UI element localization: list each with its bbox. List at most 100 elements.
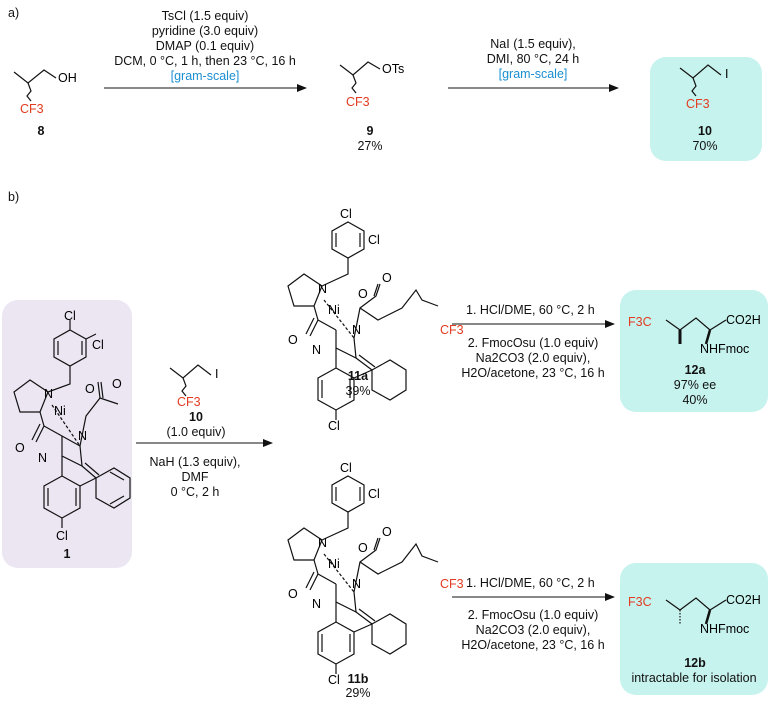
compound-1-cl-mid: Cl [92, 338, 104, 352]
structure-1 [13, 320, 131, 528]
deprotect-b-step2: 2. FmocOsu (1.0 equiv) Na2CO3 (2.0 equiv… [452, 608, 614, 653]
alkylation-line2: DMF [181, 470, 209, 484]
product-12b-highlight [620, 563, 768, 695]
compound-9-id: 9 [366, 124, 374, 138]
step1-conditions: TsCl (1.5 equiv) pyridine (3.0 equiv) DM… [104, 9, 306, 84]
reagent-10-id: 10 [189, 410, 203, 424]
compound-1-o: O [85, 382, 95, 396]
compound-11a-cf3: CF3 [440, 323, 464, 337]
deprotect-a-step2: 2. FmocOsu (1.0 equiv) Na2CO3 (2.0 equiv… [452, 336, 614, 381]
compound-11b-id: 11b [347, 672, 369, 686]
deprotect-b-step1: 1. HCl/DME, 60 °C, 2 h [466, 576, 595, 590]
deprotect-b-line4: H2O/acetone, 23 °C, 16 h [461, 638, 605, 652]
compound-11a-cl-bottom: Cl [328, 419, 340, 433]
compound-12a-nhfmoc: NHFmoc [700, 342, 749, 356]
compound-11b-cl-top: Cl [340, 461, 352, 475]
compound-8-id: 8 [37, 124, 45, 138]
compound-9-ots: OTs [382, 62, 404, 76]
product-10-highlight [650, 57, 762, 161]
compound-11b-cf3: CF3 [440, 577, 464, 591]
step2-scale: [gram-scale] [498, 67, 568, 81]
step1-line3: DMAP (0.1 equiv) [155, 39, 255, 53]
compound-11a-o: O [358, 287, 368, 301]
step1-line2: pyridine (3.0 equiv) [151, 24, 259, 38]
structure-10 [679, 64, 722, 97]
compound-1-n3: N [38, 451, 47, 465]
compound-1-o2: O [15, 441, 25, 455]
compound-11a-o2: O [288, 333, 298, 347]
deprotect-b-line3: Na2CO3 (2.0 equiv), [475, 623, 591, 637]
alkylation-conditions: NaH (1.3 equiv), DMF 0 °C, 2 h [130, 455, 260, 500]
structure-9 [339, 61, 381, 94]
deprotect-a-line3: Na2CO3 (2.0 equiv), [475, 351, 591, 365]
compound-12a-co2h: CO2H [726, 313, 761, 327]
compound-11a-ni: Ni [328, 303, 340, 317]
compound-1-n1: N [44, 387, 53, 401]
compound-11b-cl-bottom: Cl [328, 673, 340, 687]
reagent-10-cf3: CF3 [177, 395, 201, 409]
compound-12b-id: 12b [684, 656, 706, 670]
compound-12b-co2h: CO2H [726, 593, 761, 607]
compound-11b-ni: Ni [328, 557, 340, 571]
deprotect-a-line4: H2O/acetone, 23 °C, 16 h [461, 366, 605, 380]
compound-12a-id: 12a [684, 363, 706, 377]
compound-10-yield: 70% [692, 139, 718, 153]
compound-1-cl-top: Cl [64, 309, 76, 323]
compound-1-ni: Ni [54, 404, 66, 418]
alkylation-line1: NaH (1.3 equiv), [149, 455, 241, 469]
start-material-highlight [2, 300, 132, 568]
compound-1-n2: N [78, 429, 87, 443]
compound-12a-yield: 40% [682, 393, 708, 407]
compound-8-oh: OH [58, 71, 77, 85]
compound-1-o3: O [112, 377, 122, 391]
compound-8-cf3: CF3 [20, 102, 44, 116]
compound-11b-yield: 29% [345, 686, 371, 700]
structure-11b [287, 475, 439, 674]
step2-line1: NaI (1.5 equiv), [490, 37, 576, 51]
compound-1-id: 1 [63, 547, 71, 561]
product-12a-highlight [620, 290, 768, 412]
compound-1-cl-bottom: Cl [56, 529, 68, 543]
compound-11b-o: O [358, 541, 368, 555]
compound-11b-o2: O [288, 587, 298, 601]
step2-line2: DMI, 80 °C, 24 h [486, 52, 580, 66]
compound-11a-n1: N [318, 282, 327, 296]
structure-12a [665, 317, 727, 345]
deprotect-a-line2: 2. FmocOsu (1.0 equiv) [467, 336, 599, 350]
deprotect-a-step1: 1. HCl/DME, 60 °C, 2 h [466, 303, 595, 317]
structure-11a [287, 221, 439, 420]
compound-11a-n3: N [312, 343, 321, 357]
step1-line1: TsCl (1.5 equiv) [161, 9, 249, 23]
compound-10-id: 10 [698, 124, 712, 138]
compound-11a-n2: N [352, 323, 361, 337]
compound-12a-f3c: F3C [628, 315, 652, 329]
compound-12b-f3c: F3C [628, 595, 652, 609]
compound-11a-o3: O [382, 271, 392, 285]
compound-11a-cl-mid: Cl [368, 233, 380, 247]
compound-11b-o3: O [382, 525, 392, 539]
compound-9-yield: 27% [357, 139, 383, 153]
compound-12b-nhfmoc: NHFmoc [700, 622, 749, 636]
structure-12b [665, 597, 727, 625]
compound-11b-cl-mid: Cl [368, 487, 380, 501]
compound-10-cf3: CF3 [686, 97, 710, 111]
compound-12b-note: intractable for isolation [631, 671, 757, 685]
compound-9-cf3: CF3 [346, 95, 370, 109]
compound-12a-ee: 97% ee [673, 378, 717, 392]
deprotect-b-line2: 2. FmocOsu (1.0 equiv) [467, 608, 599, 622]
compound-11a-cl-top: Cl [340, 207, 352, 221]
compound-11b-n2: N [352, 577, 361, 591]
compound-11a-yield: 39% [345, 384, 371, 398]
structure-reagent-10 [169, 364, 212, 397]
reagent-10-amount: (1.0 equiv) [166, 425, 226, 439]
compound-11b-n1: N [318, 536, 327, 550]
step1-scale: [gram-scale] [170, 69, 240, 83]
compound-11b-n3: N [312, 597, 321, 611]
step2-conditions: NaI (1.5 equiv), DMI, 80 °C, 24 h [gram-… [448, 37, 618, 82]
panel-b-label: b) [8, 190, 20, 204]
panel-a-label: a) [8, 6, 20, 20]
step1-line4: DCM, 0 °C, 1 h, then 23 °C, 16 h [114, 54, 296, 68]
alkylation-line3: 0 °C, 2 h [170, 485, 220, 499]
reagent-10-i: I [215, 367, 218, 381]
